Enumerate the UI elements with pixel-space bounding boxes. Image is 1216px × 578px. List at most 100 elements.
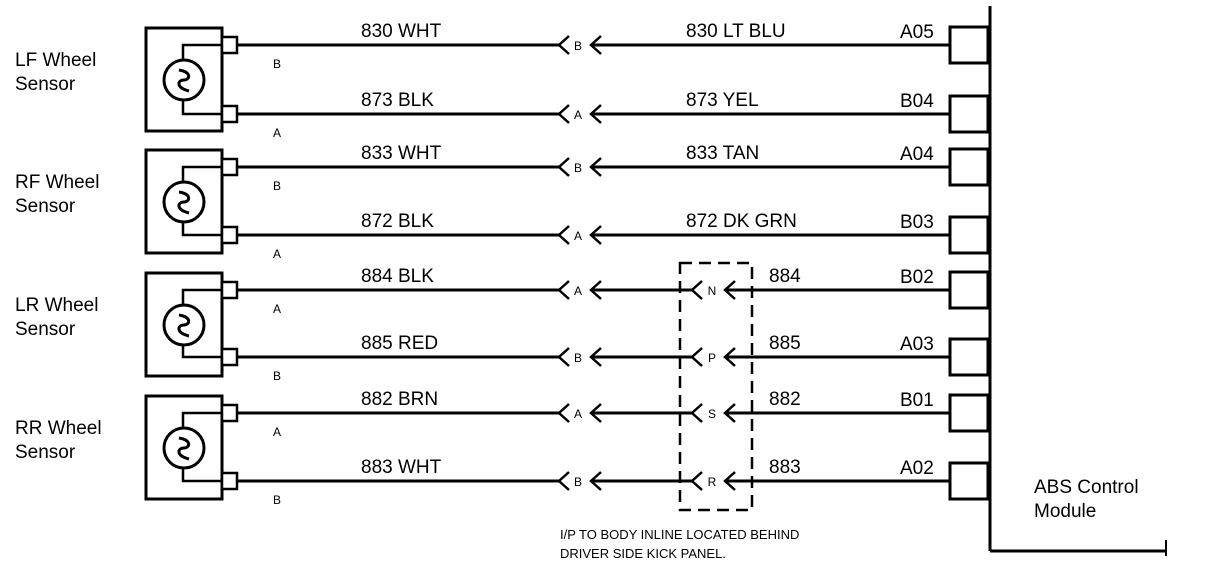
sensor-coil-symbol bbox=[177, 436, 191, 461]
sensor-name-line1: RF Wheel bbox=[15, 172, 99, 193]
connector-chevron bbox=[557, 471, 570, 491]
connector-chevron bbox=[557, 403, 570, 423]
wire-label-right: 833 TAN bbox=[686, 143, 759, 164]
sensor-pin-label: A bbox=[273, 302, 281, 316]
inline-chevron bbox=[690, 403, 703, 423]
wire-label-left: 882 BRN bbox=[361, 389, 438, 410]
connector-pin-label: B bbox=[574, 475, 582, 489]
connector-pin-label: A bbox=[574, 229, 582, 243]
sensor-coil-symbol bbox=[177, 68, 191, 93]
sensor-terminal bbox=[220, 225, 239, 245]
connector-pin-label: B bbox=[574, 351, 582, 365]
inline-note-line1: I/P TO BODY INLINE LOCATED BEHIND bbox=[560, 527, 799, 542]
sensor-terminal bbox=[220, 347, 239, 367]
sensor-terminal bbox=[220, 104, 239, 124]
sensor-pin-label: B bbox=[273, 369, 281, 383]
wire-label-right: 872 DK GRN bbox=[686, 211, 797, 232]
module-pin-label: B02 bbox=[900, 267, 934, 288]
module-terminal bbox=[948, 94, 990, 134]
sensor-terminal bbox=[220, 403, 239, 423]
module-terminal bbox=[948, 337, 990, 377]
wire-label-right: 830 LT BLU bbox=[686, 21, 786, 42]
module-terminal bbox=[948, 270, 990, 310]
abs-control-module-outline bbox=[988, 6, 1167, 556]
connector-pin-label: A bbox=[574, 407, 582, 421]
module-pin-label: B04 bbox=[900, 91, 934, 112]
sensor-terminal bbox=[220, 35, 239, 55]
wire-1-1: B 830 WHT B 830 LT BLU A05 bbox=[220, 21, 990, 71]
sensor-name-line2: Sensor bbox=[15, 196, 76, 217]
connector-chevron bbox=[557, 225, 570, 245]
inline-note-line2: DRIVER SIDE KICK PANEL. bbox=[560, 546, 726, 561]
wire-label-right: 873 YEL bbox=[686, 90, 759, 111]
wire-label-left: 872 BLK bbox=[361, 211, 434, 232]
module-terminal bbox=[948, 25, 990, 65]
sensor-terminal bbox=[220, 280, 239, 300]
module-pin-label: A02 bbox=[900, 458, 934, 479]
wire-2-2: A 872 BLK A 872 DK GRN B03 bbox=[220, 211, 990, 261]
inline-pin-label: R bbox=[708, 475, 717, 489]
wire-label-right: 883 bbox=[769, 457, 801, 478]
sensor-name-line1: LF Wheel bbox=[15, 50, 96, 71]
connector-chevron bbox=[557, 35, 570, 55]
sensor-pin-label: A bbox=[273, 425, 281, 439]
inline-connector-box bbox=[678, 261, 754, 512]
inline-chevron bbox=[690, 347, 703, 367]
inline-pin-label: N bbox=[708, 284, 717, 298]
module-pin-label: B03 bbox=[900, 212, 934, 233]
module-pin-label: B01 bbox=[900, 390, 934, 411]
sensor-pin-label: B bbox=[273, 493, 281, 507]
sensor-pin-label: A bbox=[273, 126, 281, 140]
sensor-name-line1: LR Wheel bbox=[15, 295, 98, 316]
connector-chevron bbox=[557, 347, 570, 367]
module-pin-label: A05 bbox=[900, 22, 934, 43]
module-terminal bbox=[948, 393, 990, 433]
module-terminal bbox=[948, 215, 990, 255]
wire-3-1: A 884 BLK A N 884 B02 bbox=[220, 266, 990, 316]
module-terminal bbox=[948, 461, 990, 501]
connector-chevron bbox=[557, 157, 570, 177]
sensor-body bbox=[144, 394, 224, 501]
sensor-pin-label: B bbox=[273, 57, 281, 71]
wire-label-right: 882 bbox=[769, 389, 801, 410]
sensor-coil-symbol bbox=[177, 313, 191, 338]
wire-label-left: 830 WHT bbox=[361, 21, 442, 42]
wire-label-left: 883 WHT bbox=[361, 457, 442, 478]
sensor-name-line2: Sensor bbox=[15, 74, 76, 95]
sensor-name-line2: Sensor bbox=[15, 442, 76, 463]
module-pin-label: A04 bbox=[900, 144, 934, 165]
sensor-terminal bbox=[220, 471, 239, 491]
connector-pin-label: A bbox=[574, 284, 582, 298]
module-terminal bbox=[948, 147, 990, 187]
wire-label-right: 885 bbox=[769, 333, 801, 354]
sensor-body bbox=[144, 26, 224, 133]
connector-pin-label: B bbox=[574, 39, 582, 53]
sensor-body bbox=[144, 148, 224, 255]
connector-chevron bbox=[557, 280, 570, 300]
wire-label-right: 884 bbox=[769, 266, 801, 287]
wire-label-left: 873 BLK bbox=[361, 90, 434, 111]
connector-chevron bbox=[557, 104, 570, 124]
module-label-line1: ABS Control bbox=[1034, 477, 1139, 498]
sensor-terminal bbox=[220, 157, 239, 177]
wire-label-left: 884 BLK bbox=[361, 266, 434, 287]
module-label-line2: Module bbox=[1034, 501, 1096, 522]
sensor-name-line1: RR Wheel bbox=[15, 418, 102, 439]
wire-4-2: B 883 WHT B R 883 A02 bbox=[220, 457, 990, 507]
sensor-pin-label: A bbox=[273, 247, 281, 261]
inline-chevron bbox=[690, 471, 703, 491]
sensor-coil-symbol bbox=[177, 190, 191, 215]
wire-label-left: 885 RED bbox=[361, 333, 438, 354]
connector-pin-label: B bbox=[574, 161, 582, 175]
inline-chevron bbox=[690, 280, 703, 300]
